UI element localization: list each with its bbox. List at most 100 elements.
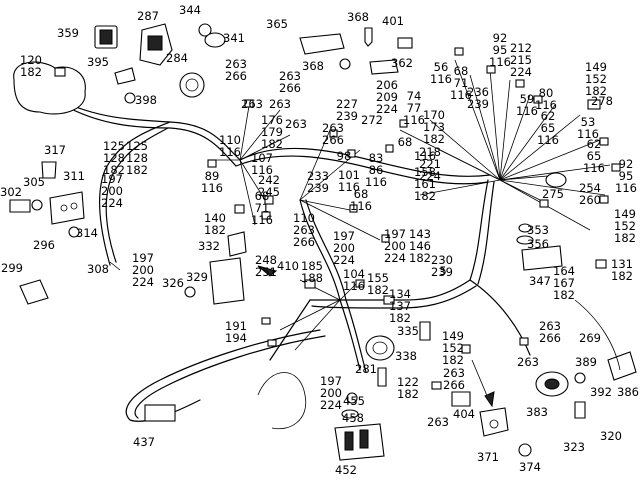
callout-number: 182 (20, 65, 42, 79)
callout-number: 116 (338, 180, 360, 194)
callout-number: 116 (414, 149, 436, 163)
callout-number: 92 (493, 31, 508, 45)
callout-number: 197 (333, 229, 355, 243)
callout-c410: 410 (277, 259, 299, 273)
callout-number: 176 (261, 113, 283, 127)
callout-number: 152 (585, 72, 607, 86)
components (9, 23, 637, 461)
callout-number: 83 (369, 151, 384, 165)
callout-number: 68 (255, 189, 270, 203)
callout-number: 266 (293, 235, 315, 249)
callout-number: 281 (355, 362, 377, 376)
callout-number: 71 (255, 201, 270, 215)
callout-number: 86 (369, 163, 384, 177)
callout-number: 224 (101, 196, 123, 210)
bulb-part-317 (41, 161, 57, 179)
callout-c269: 269 (579, 331, 601, 345)
callout-number: 197 (384, 227, 406, 241)
callout-number: 200 (384, 239, 406, 253)
callout-number: 80 (539, 86, 554, 100)
callout-number: 116 (489, 55, 511, 69)
callout-number: 365 (266, 17, 288, 31)
callout-c353: 353 (527, 223, 549, 237)
callout-number: 65 (587, 149, 602, 163)
callout-number: 116 (350, 199, 372, 213)
callout-number: 221 (419, 157, 441, 171)
callout-number: 167 (553, 276, 575, 290)
callout-c401: 401 (382, 14, 404, 28)
connector-part-401 (397, 37, 413, 49)
callout-number: 323 (563, 440, 585, 454)
callout-number: 371 (477, 450, 499, 464)
callout-number: 116 (615, 181, 637, 195)
callout-c368b: 368 (302, 59, 324, 73)
callout-number: 158 (414, 165, 436, 179)
callout-c323: 323 (563, 440, 585, 454)
callout-number: 266 (225, 69, 247, 83)
callout-number: 266 (279, 81, 301, 95)
callout-number: 179 (261, 125, 283, 139)
callout-number: 455 (343, 394, 365, 408)
callout-number: 218 (419, 145, 441, 159)
callout-number: 74 (407, 89, 422, 103)
callout-c263d: 263 (517, 355, 539, 369)
callout-number: 53 (581, 115, 596, 129)
callout-number: 224 (333, 253, 355, 267)
callout-number: 260 (579, 193, 601, 207)
callout-number: 95 (619, 169, 634, 183)
callout-number: 71 (454, 76, 469, 90)
callout-number: 110 (293, 211, 315, 225)
callout-number: 101 (338, 168, 360, 182)
callout-number: 401 (382, 14, 404, 28)
callout-c338: 338 (395, 349, 417, 363)
callout-number: 263 (279, 69, 301, 83)
callout-number: 182 (103, 163, 125, 177)
callout-number: 120 (20, 53, 42, 67)
callout-number: 149 (614, 207, 636, 221)
callout-number: 182 (397, 387, 419, 401)
callout-number: 332 (198, 239, 220, 253)
callout-number: 116 (535, 98, 557, 112)
callout-number: 68 (398, 135, 413, 149)
callout-number: 107 (251, 151, 273, 165)
callout-number: 62 (587, 137, 602, 151)
horn-part-386 (607, 351, 637, 381)
callout-number: 209 (376, 90, 398, 104)
callout-number: 194 (225, 331, 247, 345)
callout-number: 305 (23, 175, 45, 189)
callout-number: 128 (126, 151, 148, 165)
callout-c386: 386 (617, 385, 639, 399)
callout-number: 227 (336, 97, 358, 111)
callout-number: 275 (542, 187, 564, 201)
callout-number: 182 (409, 251, 431, 265)
callout-number: 263 (539, 319, 561, 333)
callout-c263e: 263 (427, 415, 449, 429)
callout-number: 197 (101, 172, 123, 186)
callout-number: 263 (241, 97, 263, 111)
plate-part-371 (479, 407, 509, 437)
callout-number: 59 (520, 92, 535, 106)
callout-number: 263 (517, 355, 539, 369)
callout-number: 182 (126, 163, 148, 177)
grommet-part-341 (204, 32, 226, 48)
callout-number: 182 (367, 283, 389, 297)
